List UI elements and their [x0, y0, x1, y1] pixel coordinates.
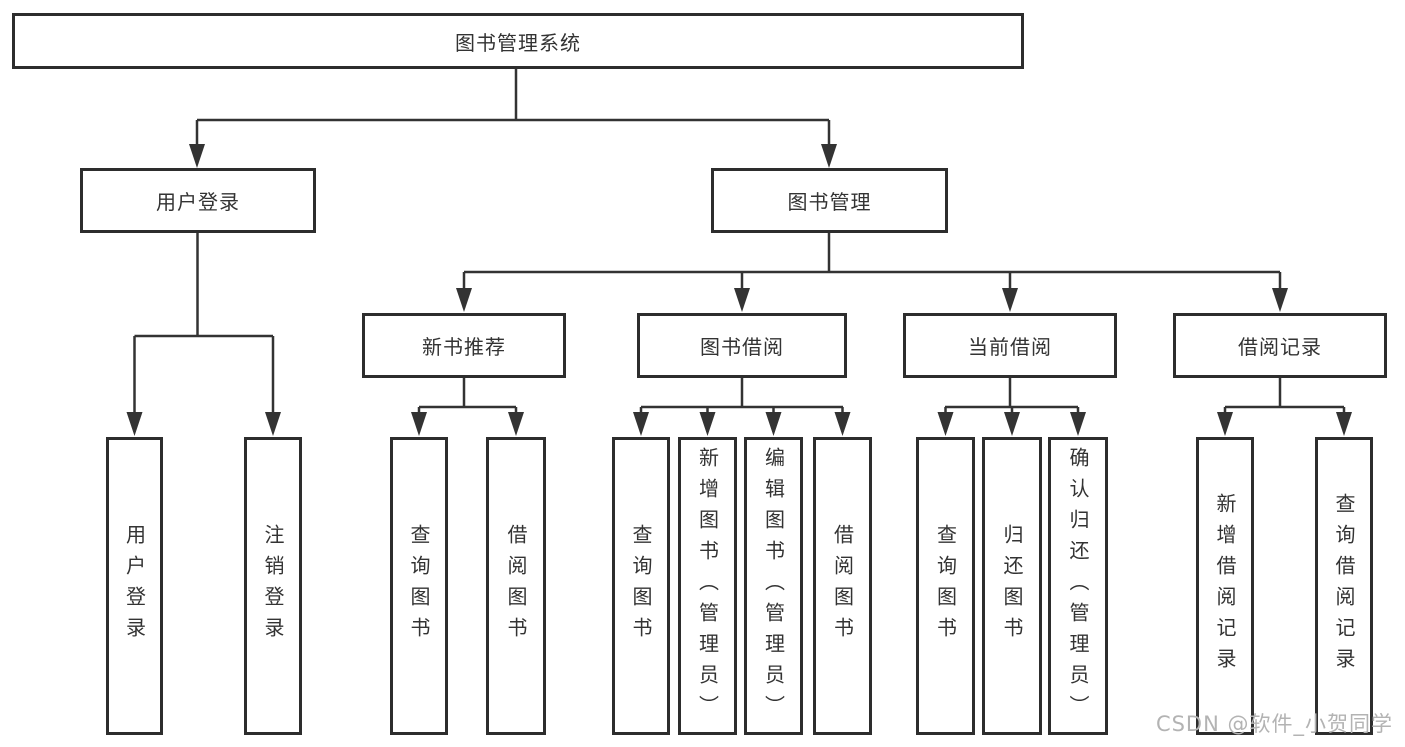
node-library-system-label: 图书管理系统	[455, 30, 581, 55]
leaf-bb-query-books-label: 查询图书	[629, 524, 653, 648]
leaf-nbr-borrow-books-label: 借阅图书	[504, 524, 528, 648]
node-user-login: 用户登录	[80, 168, 316, 233]
csdn-watermark: CSDN @软件_小贺同学	[1155, 712, 1393, 736]
leaf-br-query-record-label: 查询借阅记录	[1332, 493, 1356, 679]
leaf-user-login-label: 用户登录	[122, 524, 147, 648]
node-borrowing-records-label: 借阅记录	[1238, 335, 1322, 359]
node-new-book-recommend-label: 新书推荐	[422, 335, 506, 359]
node-book-borrowing-label: 图书借阅	[700, 335, 784, 359]
leaf-nbr-query-books-label: 查询图书	[407, 524, 431, 648]
node-library-system: 图书管理系统	[12, 13, 1024, 69]
leaf-br-add-record-label: 新增借阅记录	[1213, 493, 1237, 679]
leaf-bb-query-books: 查询图书	[612, 437, 670, 735]
node-user-login-label: 用户登录	[156, 190, 240, 214]
node-new-book-recommend: 新书推荐	[362, 313, 566, 378]
leaf-bb-add-books-admin: 新增图书（管理员）	[678, 437, 737, 735]
node-book-borrowing: 图书借阅	[637, 313, 847, 378]
leaf-nbr-query-books: 查询图书	[390, 437, 448, 735]
leaf-br-query-record: 查询借阅记录	[1315, 437, 1373, 735]
leaf-cb-confirm-return-admin: 确认归还（管理员）	[1048, 437, 1108, 735]
leaf-cb-return-books: 归还图书	[982, 437, 1042, 735]
node-current-borrowing-label: 当前借阅	[968, 335, 1052, 359]
node-book-management: 图书管理	[711, 168, 948, 233]
leaf-bb-edit-books-admin-label: 编辑图书（管理员）	[761, 446, 786, 726]
node-current-borrowing: 当前借阅	[903, 313, 1117, 378]
leaf-cb-query-books-label: 查询图书	[933, 524, 958, 648]
node-borrowing-records: 借阅记录	[1173, 313, 1387, 378]
leaf-bb-add-books-admin-label: 新增图书（管理员）	[695, 446, 720, 726]
leaf-nbr-borrow-books: 借阅图书	[486, 437, 546, 735]
leaf-bb-edit-books-admin: 编辑图书（管理员）	[744, 437, 803, 735]
leaf-cb-return-books-label: 归还图书	[1000, 524, 1024, 648]
leaf-logout: 注销登录	[244, 437, 302, 735]
node-book-management-label: 图书管理	[787, 190, 872, 214]
leaf-user-login: 用户登录	[106, 437, 163, 735]
leaf-bb-borrow-books: 借阅图书	[813, 437, 872, 735]
leaf-cb-confirm-return-admin-label: 确认归还（管理员）	[1066, 446, 1090, 726]
leaf-cb-query-books: 查询图书	[916, 437, 975, 735]
leaf-bb-borrow-books-label: 借阅图书	[830, 524, 855, 648]
leaf-logout-label: 注销登录	[261, 524, 285, 648]
leaf-br-add-record: 新增借阅记录	[1196, 437, 1254, 735]
